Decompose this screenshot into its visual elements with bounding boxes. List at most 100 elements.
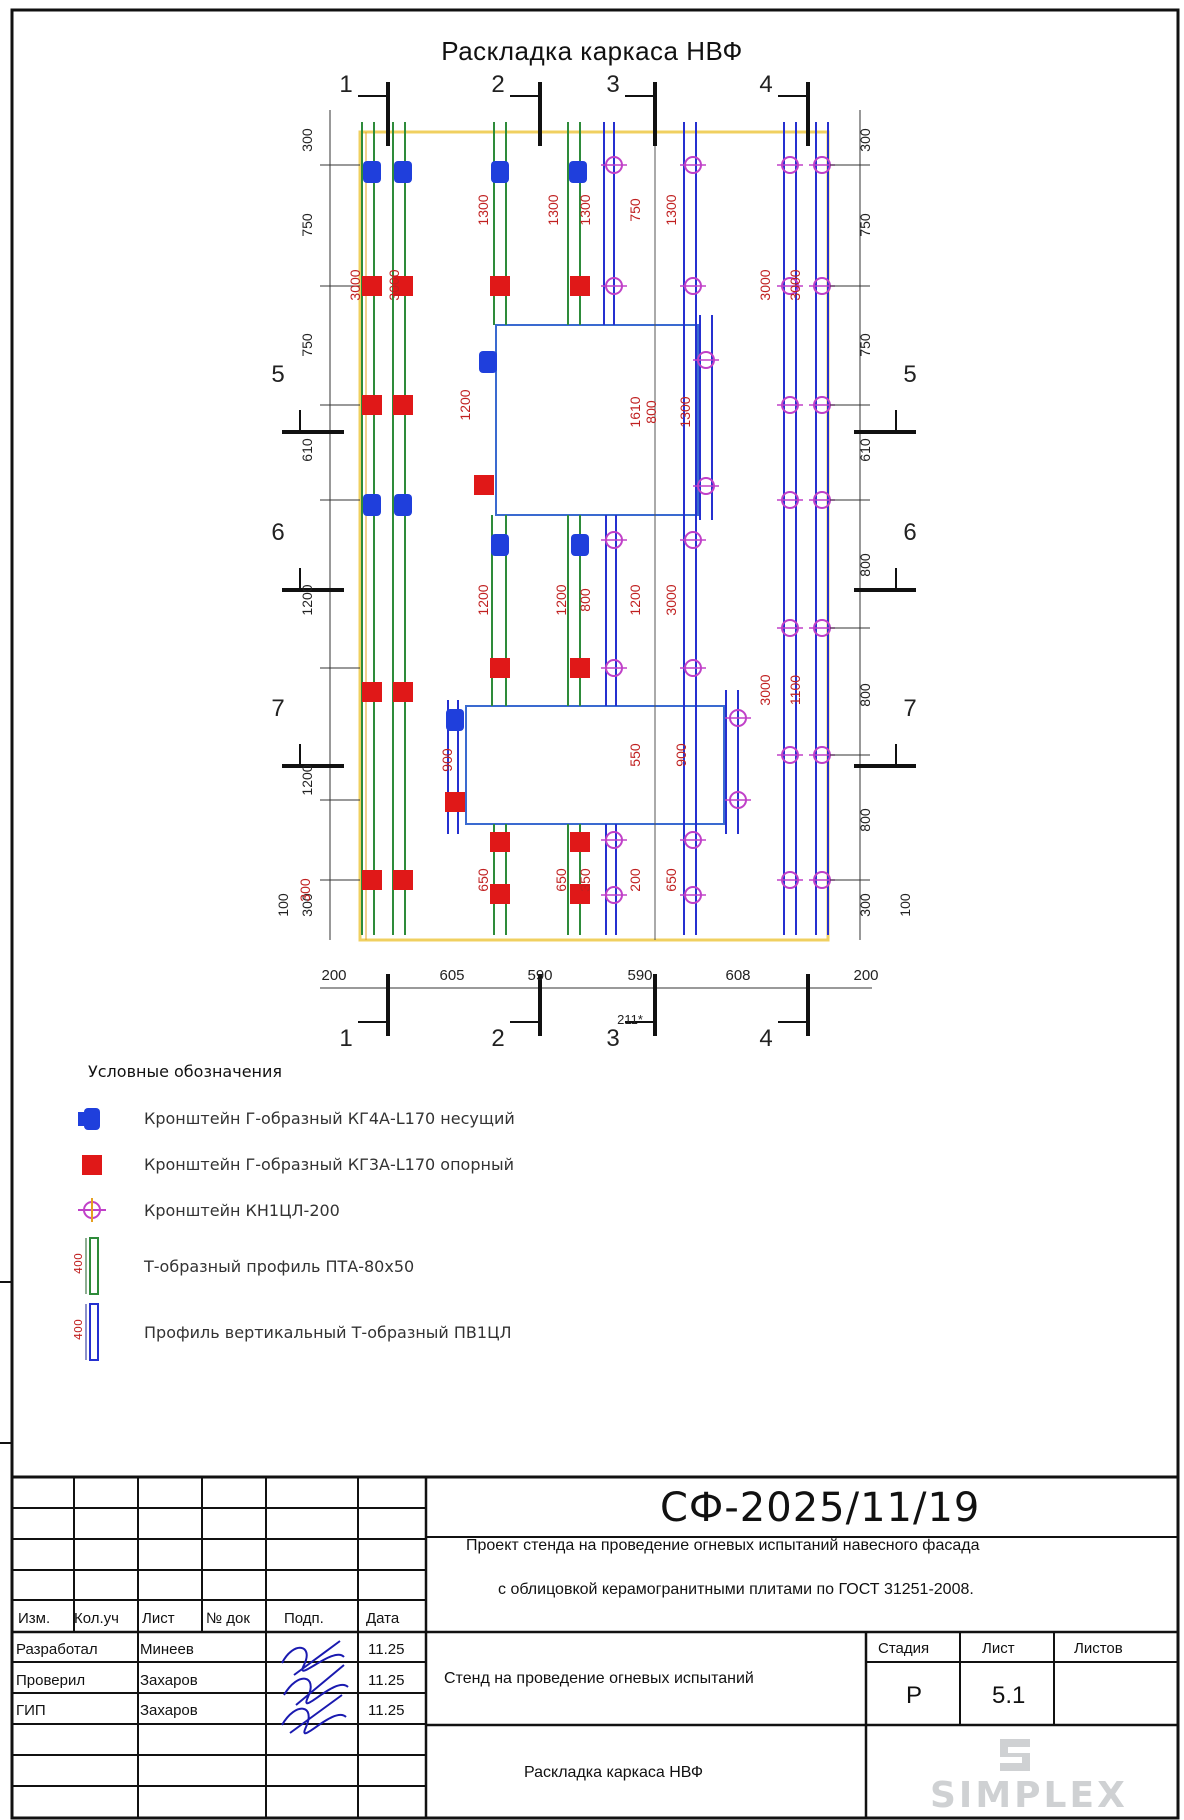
axis-label-bottom: 4 bbox=[759, 1025, 772, 1052]
column-dimension-label: 900 bbox=[673, 743, 689, 767]
legend-label: Кронштейн Г-образный КГ4А-L170 несущий bbox=[144, 1108, 515, 1128]
column-dimension-label: 1300 bbox=[677, 396, 693, 427]
t-profile-icon: 400 bbox=[72, 1237, 99, 1295]
column-dimension-label: 3000 bbox=[757, 269, 773, 300]
dimension-label-angled: 211* bbox=[617, 1012, 643, 1027]
bracket-support bbox=[362, 395, 382, 415]
section-label-left: 5 bbox=[271, 361, 284, 388]
name-checker: Захаров bbox=[140, 1672, 198, 1689]
bracket-bearing bbox=[479, 351, 497, 373]
stage-label: Стадия bbox=[878, 1640, 930, 1657]
dimension-label-right: 300 bbox=[857, 128, 873, 152]
column-dimension-label: 200 bbox=[627, 868, 643, 892]
bracket-bearing bbox=[363, 494, 381, 516]
window-opening-lower bbox=[465, 705, 725, 825]
date-gip: 11.25 bbox=[368, 1702, 405, 1719]
sheet-frame bbox=[10, 8, 1180, 1820]
column-dimension-label: 3000 bbox=[386, 269, 402, 300]
column-dimension-label: 900 bbox=[439, 748, 455, 772]
axis-label-top: 1 bbox=[339, 71, 352, 98]
date-checker: 11.25 bbox=[368, 1672, 405, 1689]
bracket-bearing bbox=[491, 161, 509, 183]
dimension-label-left: 750 bbox=[299, 333, 315, 357]
section-label-right: 5 bbox=[903, 361, 916, 388]
bracket-bearing bbox=[394, 161, 412, 183]
bracket-bearing bbox=[491, 534, 509, 556]
header-date: Дата bbox=[366, 1610, 400, 1627]
column-dimension-label: 800 bbox=[577, 588, 593, 612]
dimension-label-left: 300 bbox=[299, 128, 315, 152]
bracket-bearing bbox=[363, 161, 381, 183]
column-dimension-label: 800 bbox=[643, 400, 659, 424]
bracket-support bbox=[393, 395, 413, 415]
bracket-support bbox=[393, 682, 413, 702]
legend-item-t-profile: 400 Т-образный профиль ПТА-80х50 bbox=[72, 1233, 772, 1299]
role-developer: Разработал bbox=[16, 1641, 98, 1658]
title-block-grid bbox=[12, 1475, 1178, 1818]
dimension-label-bottom: 200 bbox=[321, 967, 346, 984]
dimension-label-right: 800 bbox=[857, 553, 873, 577]
column-dimension-label: 1300 bbox=[545, 194, 561, 225]
column-dimension-label: 1100 bbox=[787, 675, 803, 705]
dimension-label-left: 300 bbox=[299, 893, 315, 917]
bracket-support bbox=[393, 276, 413, 296]
list-value: 5.1 bbox=[992, 1682, 1026, 1709]
dimension-label-left: 1200 bbox=[299, 764, 315, 795]
legend-dim: 400 bbox=[72, 1253, 85, 1274]
bracket-support bbox=[362, 682, 382, 702]
dimension-label-right: 750 bbox=[857, 213, 873, 237]
bracket-kn-icon bbox=[78, 1198, 106, 1222]
column-dimension-label: 3000 bbox=[663, 584, 679, 615]
name-developer: Минеев bbox=[140, 1641, 194, 1658]
legend-label: Кронштейн КН1ЦЛ-200 bbox=[144, 1200, 340, 1220]
column-dimension-label: 650 bbox=[663, 868, 679, 892]
legend-item-kn: Кронштейн КН1ЦЛ-200 bbox=[72, 1187, 772, 1233]
header-list: Лист bbox=[142, 1610, 175, 1627]
legend-label: Профиль вертикальный Т-образный ПВ1ЦЛ bbox=[144, 1322, 512, 1342]
axis-label-bottom: 3 bbox=[606, 1025, 619, 1052]
bracket-support bbox=[490, 884, 510, 904]
column-dimension-label: 1200 bbox=[627, 584, 643, 615]
bracket-support bbox=[570, 658, 590, 678]
sheet-name: Раскладка каркаса НВФ bbox=[524, 1764, 704, 1781]
bracket-support bbox=[570, 832, 590, 852]
bracket-support bbox=[490, 276, 510, 296]
project-line-1: Проект стенда на проведение огневых испы… bbox=[466, 1537, 980, 1554]
lists-label: Листов bbox=[1074, 1640, 1123, 1657]
axis-label-top: 4 bbox=[759, 71, 772, 98]
document-code: СФ-2025/11/19 bbox=[660, 1485, 981, 1531]
header-podp: Подп. bbox=[284, 1610, 324, 1627]
column-dimension-label: 3000 bbox=[757, 674, 773, 705]
simplex-logo-icon bbox=[1000, 1739, 1030, 1771]
header-kol: Кол.уч bbox=[74, 1610, 119, 1627]
legend-label: Кронштейн Г-образный КГ3А-L170 опорный bbox=[144, 1154, 514, 1174]
dimension-label-bottom: 200 bbox=[853, 967, 878, 984]
column-dimension-label: 550 bbox=[627, 743, 643, 767]
role-gip: ГИП bbox=[16, 1702, 46, 1719]
drawing-title: Раскладка каркаса НВФ bbox=[441, 36, 743, 66]
column-dimension-label: 650 bbox=[553, 868, 569, 892]
legend-label: Т-образный профиль ПТА-80х50 bbox=[144, 1256, 415, 1276]
dimension-label-right: 800 bbox=[857, 683, 873, 707]
axis-label-bottom: 2 bbox=[491, 1025, 504, 1052]
legend-dim: 400 bbox=[72, 1319, 85, 1340]
bracket-support bbox=[474, 475, 494, 495]
dimension-label-right: 610 bbox=[857, 438, 873, 462]
facade-outline bbox=[358, 130, 830, 942]
header-izm: Изм. bbox=[18, 1610, 51, 1627]
bracket-bearing bbox=[569, 161, 587, 183]
bracket-support bbox=[570, 884, 590, 904]
dimension-label-bottom: 605 bbox=[439, 967, 464, 984]
dimension-label-right: 750 bbox=[857, 333, 873, 357]
dimension-label-bottom: 590 bbox=[527, 967, 552, 984]
column-dimension-label: 1300 bbox=[663, 194, 679, 225]
column-dimension-label: 1300 bbox=[475, 194, 491, 225]
column-dimension-label: 1200 bbox=[475, 584, 491, 615]
header-doc: № док bbox=[206, 1610, 250, 1627]
bracket-support bbox=[445, 792, 465, 812]
dimension-label-bottom: 608 bbox=[725, 967, 750, 984]
column-dimension-label: 350 bbox=[577, 868, 593, 892]
dimension-label-right: 100 bbox=[897, 893, 913, 917]
